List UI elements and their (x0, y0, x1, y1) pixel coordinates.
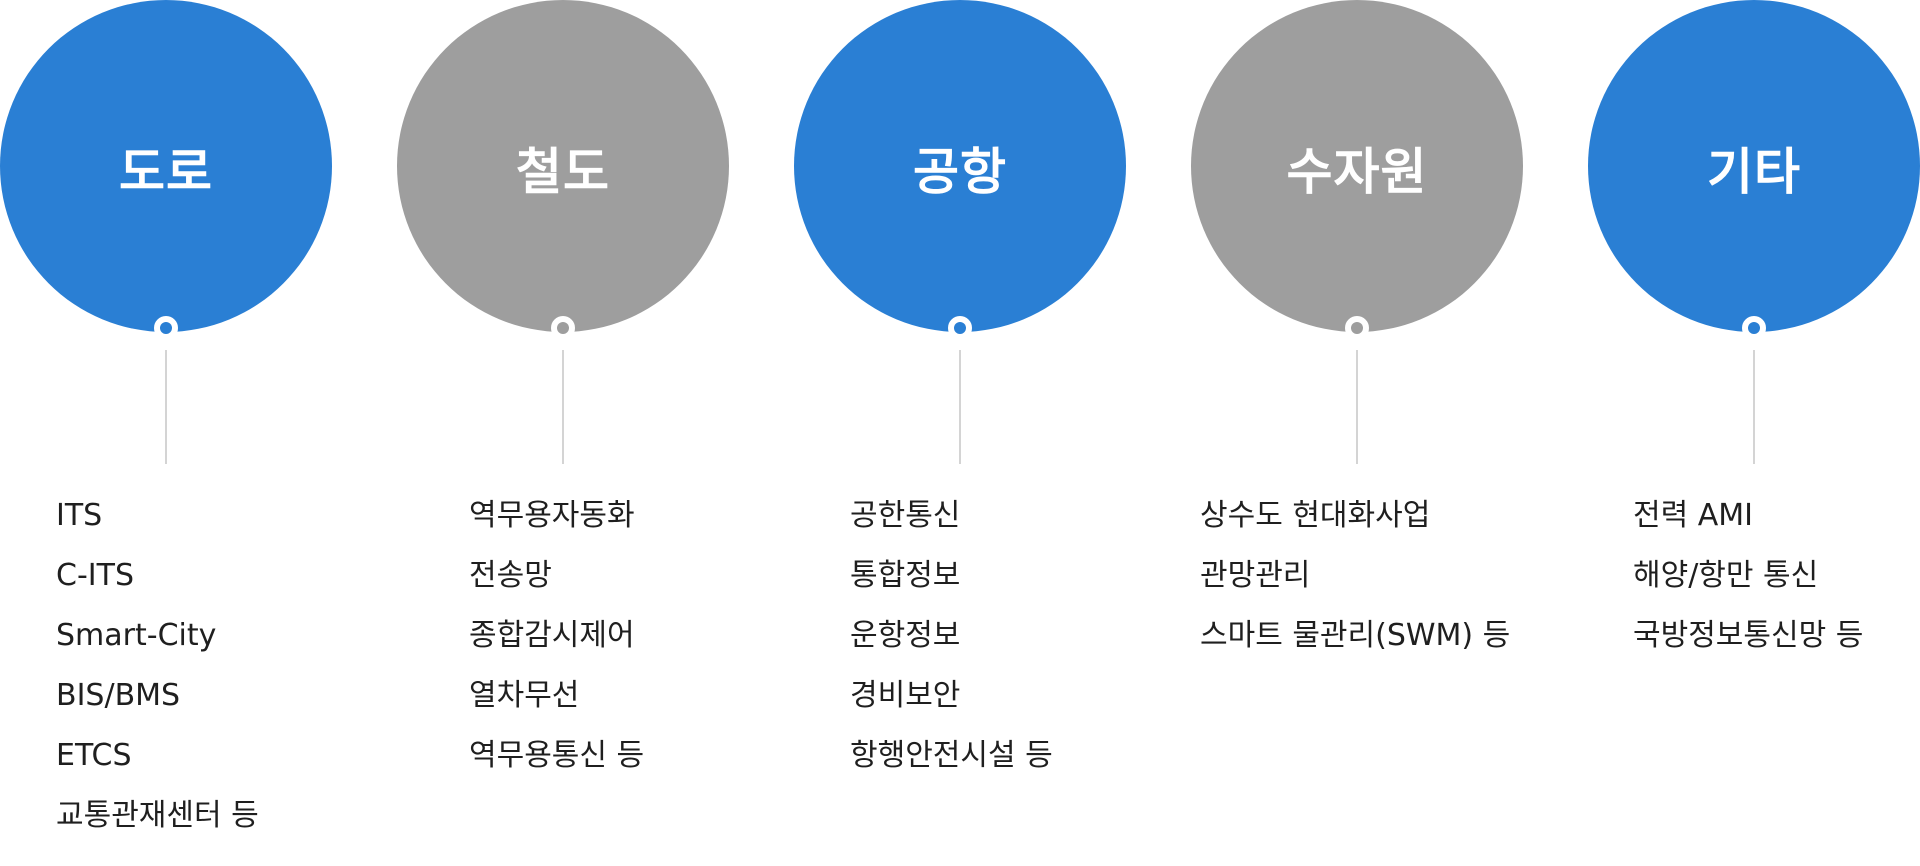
category-circle: 철도 (397, 0, 729, 332)
list-item: ETCS (56, 738, 132, 773)
connector-dot-center (557, 322, 569, 334)
connector-dot-center (1351, 322, 1363, 334)
category-title: 철도 (516, 143, 610, 201)
list-item: 상수도 현대화사업 (1200, 498, 1431, 533)
connector-dot (551, 316, 575, 340)
connector-dot-center (160, 322, 172, 334)
list-item: 전송망 (469, 558, 552, 593)
list-item: 열차무선 (469, 678, 580, 713)
list-item: 관망관리 (1200, 558, 1311, 593)
category-others: 기타 전력 AMI 해양/항만 통신 국방정보통신망 등 (1588, 0, 1920, 866)
category-items: 상수도 현대화사업 관망관리 스마트 물관리(SWM) 등 (1200, 486, 1510, 666)
category-title: 공항 (913, 143, 1007, 201)
connector-line (959, 350, 961, 464)
category-items: ITS C-ITS Smart-City BIS/BMS ETCS 교통관재센터… (56, 486, 259, 846)
list-item: 운항정보 (850, 618, 961, 653)
list-item: 스마트 물관리(SWM) 등 (1200, 618, 1511, 653)
connector-line (165, 350, 167, 464)
category-road: 도로 ITS C-ITS Smart-City BIS/BMS ETCS 교통관… (0, 0, 332, 866)
category-circle: 도로 (0, 0, 332, 332)
connector-dot (1742, 316, 1766, 340)
connector-dot-center (954, 322, 966, 334)
category-title: 수자원 (1286, 143, 1428, 201)
list-item: 공한통신 (850, 498, 961, 533)
list-item: 교통관재센터 등 (56, 798, 259, 833)
list-item: Smart-City (56, 618, 217, 653)
category-water-resources: 수자원 상수도 현대화사업 관망관리 스마트 물관리(SWM) 등 (1191, 0, 1523, 866)
category-items: 역무용자동화 전송망 종합감시제어 열차무선 역무용통신 등 (469, 486, 644, 786)
list-item: 항행안전시설 등 (850, 738, 1053, 773)
list-item: 역무용자동화 (469, 498, 635, 533)
category-circle: 공항 (794, 0, 1126, 332)
connector-dot-center (1748, 322, 1760, 334)
list-item: ITS (56, 498, 103, 533)
category-circle: 기타 (1588, 0, 1920, 332)
connector-line (1753, 350, 1755, 464)
connector-line (1356, 350, 1358, 464)
category-items: 공한통신 통합정보 운항정보 경비보안 항행안전시설 등 (850, 486, 1053, 786)
list-item: C-ITS (56, 558, 134, 593)
list-item: BIS/BMS (56, 678, 181, 713)
connector-dot (948, 316, 972, 340)
category-title: 기타 (1707, 143, 1801, 201)
list-item: 전력 AMI (1633, 498, 1753, 533)
connector-dot (154, 316, 178, 340)
list-item: 통합정보 (850, 558, 961, 593)
list-item: 경비보안 (850, 678, 961, 713)
list-item: 해양/항만 통신 (1633, 558, 1819, 593)
list-item: 종합감시제어 (469, 618, 635, 653)
connector-dot (1345, 316, 1369, 340)
list-item: 역무용통신 등 (469, 738, 645, 773)
category-circle: 수자원 (1191, 0, 1523, 332)
category-airport: 공항 공한통신 통합정보 운항정보 경비보안 항행안전시설 등 (794, 0, 1126, 866)
category-title: 도로 (119, 143, 213, 201)
category-items: 전력 AMI 해양/항만 통신 국방정보통신망 등 (1633, 486, 1863, 666)
connector-line (562, 350, 564, 464)
category-railway: 철도 역무용자동화 전송망 종합감시제어 열차무선 역무용통신 등 (397, 0, 729, 866)
list-item: 국방정보통신망 등 (1633, 618, 1864, 653)
